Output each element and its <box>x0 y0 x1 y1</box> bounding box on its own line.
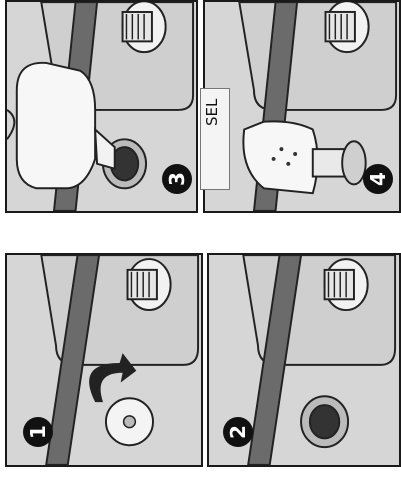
step-3-panel: 3 <box>5 0 198 213</box>
salt-opening <box>301 396 348 447</box>
step-4-badge: 4 <box>363 164 393 194</box>
step-2-badge: 2 <box>223 417 253 447</box>
filter-icon <box>326 2 369 52</box>
step-number: 3 <box>165 172 189 186</box>
step-1-badge: 1 <box>23 417 53 447</box>
filter-icon <box>123 2 166 52</box>
step-2-panel: 2 <box>207 253 401 467</box>
step-number: 4 <box>366 172 390 186</box>
step-4-panel: 4 <box>203 0 401 213</box>
salt-cap-icon <box>106 398 153 445</box>
step-3-badge: 3 <box>162 164 192 194</box>
step-number: 2 <box>226 425 250 439</box>
step-number: 1 <box>26 425 50 439</box>
step-1-panel: 1 <box>5 253 203 467</box>
filter-icon <box>128 259 171 310</box>
filter-icon <box>325 259 368 310</box>
sel-label: SEL <box>203 66 225 126</box>
